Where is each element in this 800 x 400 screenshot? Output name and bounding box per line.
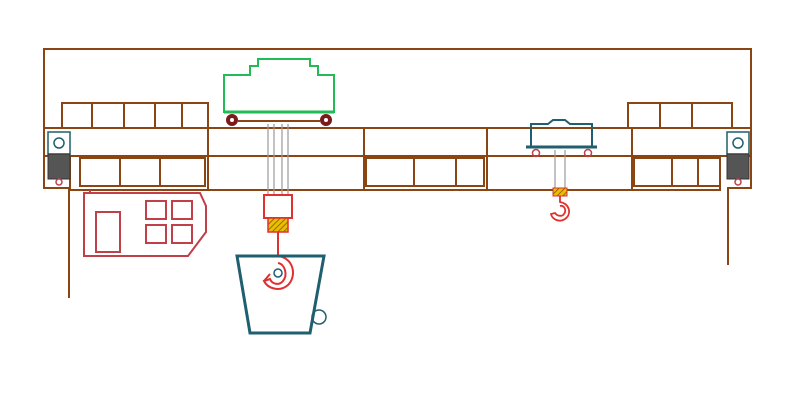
main-hook-icon <box>262 255 295 290</box>
right-end-truck-motor <box>726 153 750 180</box>
main-hoist-ropes <box>267 124 289 195</box>
right-end-truck-box <box>726 131 750 155</box>
hook-block-crosshead <box>267 217 289 233</box>
hook-block-sheave <box>263 194 293 219</box>
aux-hook-block <box>552 187 568 197</box>
cab-window <box>171 224 193 244</box>
cab-window <box>145 200 167 220</box>
frame-outline <box>43 48 752 298</box>
main-trolley-wheel-hub <box>230 118 234 122</box>
cab-window <box>171 200 193 220</box>
right-end-truck-wheel <box>734 178 742 186</box>
auxiliary-trolley <box>526 119 597 222</box>
main-girder <box>43 102 752 191</box>
left-end-truck <box>47 131 71 186</box>
main-trolley <box>223 58 335 126</box>
left-end-wheel-icon <box>53 137 65 149</box>
lower-panels-left <box>79 157 206 187</box>
cab-body <box>83 192 207 257</box>
aux-hook-icon <box>549 196 571 222</box>
left-end-truck-motor <box>47 153 71 180</box>
ladle <box>235 254 327 335</box>
main-hook-block <box>262 194 295 290</box>
left-end-truck-wheel <box>55 178 63 186</box>
right-end-wheel-icon <box>732 137 744 149</box>
hook-tip <box>263 273 271 282</box>
main-trolley-wheel-hub <box>324 118 328 122</box>
lower-panels-right <box>633 157 721 187</box>
outer-frame <box>43 48 752 298</box>
aux-trolley-body <box>530 119 593 148</box>
aux-trolley-wheel <box>531 148 541 158</box>
lower-panels-middle <box>365 157 485 187</box>
operator-cab <box>83 190 207 257</box>
ladle-body <box>235 254 326 335</box>
walkway-panels-left <box>61 102 209 129</box>
right-end-truck <box>726 131 750 186</box>
main-trolley-body <box>223 58 335 113</box>
walkway-panels-right <box>627 102 733 129</box>
ladle-pivot <box>311 309 327 325</box>
cab-door <box>95 211 121 253</box>
girder-lower-beam <box>69 155 721 191</box>
aux-trolley-wheel <box>583 148 593 158</box>
ladle-trunnion <box>273 268 283 278</box>
girder-top-beam <box>43 127 752 157</box>
cab-window <box>145 224 167 244</box>
left-end-truck-box <box>47 131 71 155</box>
